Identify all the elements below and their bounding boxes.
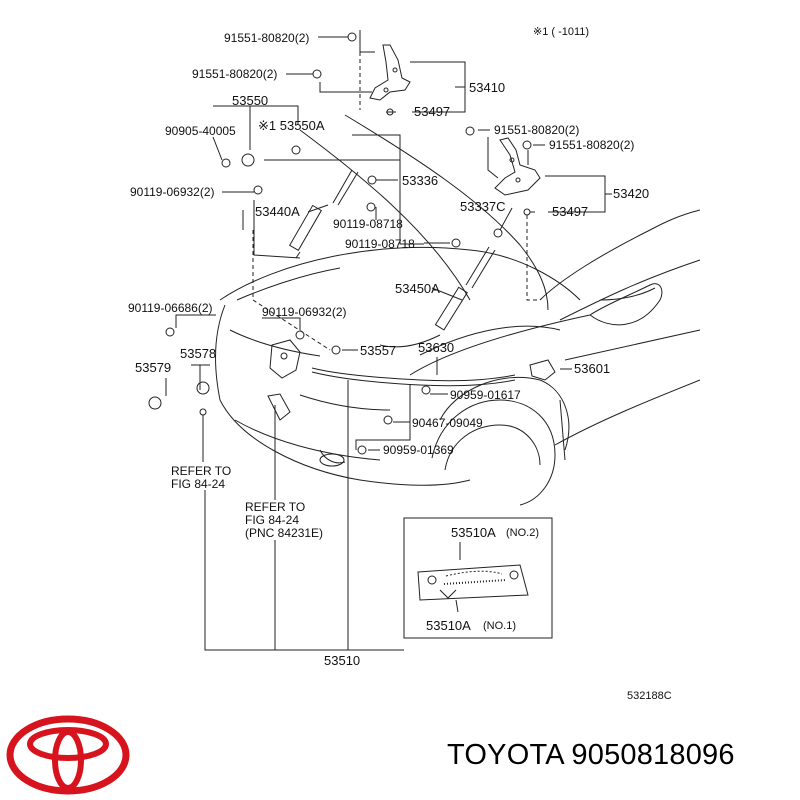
part-label: 53336 [402, 173, 438, 188]
hood-hinge-right [494, 137, 541, 196]
dashed-guides [252, 52, 540, 351]
inset-box [403, 517, 553, 639]
part-label: 53557 [360, 343, 396, 358]
part-label: 53630 [418, 340, 454, 355]
inset-bottom-note: (NO.1) [483, 620, 516, 632]
inset-top-note: (NO.2) [506, 527, 539, 539]
part-label: 53450A [395, 281, 440, 296]
refer-note-2-line3: (PNC 84231E) [245, 526, 323, 540]
hood-hinge-left [369, 44, 411, 101]
part-label: 90119-06932(2) [130, 185, 215, 199]
part-label: 90905-40005 [165, 124, 236, 138]
part-label: 53337C [460, 199, 506, 214]
part-label: 90959-01617 [450, 388, 521, 402]
part-label: 53440A [255, 204, 300, 219]
part-label: 53601 [574, 361, 610, 376]
car-body-outline [214, 114, 701, 506]
header-note: ※1 ( -1011) [533, 26, 589, 38]
toyota-logo [6, 715, 130, 795]
refer-note-2-line2: FIG 84-24 [245, 513, 299, 527]
part-label: ※1 53550A [258, 118, 325, 133]
part-label: 53497 [414, 104, 450, 119]
part-label: 53550 [232, 93, 268, 108]
part-label: 53578 [180, 346, 216, 361]
refer-note-2-line1: REFER TO [245, 500, 305, 514]
part-label: 53510 [324, 653, 360, 668]
hood-lock-control-cable [311, 367, 516, 387]
inset-bottom-label: 53510A [426, 618, 471, 633]
part-label: 91551-80820(2) [494, 123, 579, 137]
part-label: 90467-09049 [412, 416, 483, 430]
part-label: 91551-80820(2) [192, 67, 277, 81]
part-label: 53410 [469, 80, 505, 95]
part-label: 90959-01369 [383, 443, 454, 457]
part-label: 91551-80820(2) [549, 138, 634, 152]
part-label: 53579 [135, 360, 171, 375]
part-label: 90119-08718 [345, 237, 415, 251]
part-label: 53420 [613, 186, 649, 201]
hood-support-strut-left [288, 169, 359, 259]
hood-lock-assembly [267, 339, 301, 421]
hood-support-strut-right [434, 246, 496, 331]
leader-lines [165, 30, 612, 651]
hood-lock-release-lever [529, 359, 556, 381]
part-label: 53497 [552, 204, 588, 219]
part-label: 90119-06686(2) [128, 301, 213, 315]
part-label: 90119-08718 [333, 217, 403, 231]
inset-top-label: 53510A [451, 525, 496, 540]
brand-part-number: TOYOTA 9050818096 [447, 739, 735, 771]
part-label: 91551-80820(2) [224, 31, 309, 45]
part-label: 90119-06932(2) [262, 305, 347, 319]
refer-note-1-line1: REFER TO [171, 464, 231, 478]
refer-note-1-line2: FIG 84-24 [171, 477, 225, 491]
figure-code: 532188C [627, 690, 672, 702]
